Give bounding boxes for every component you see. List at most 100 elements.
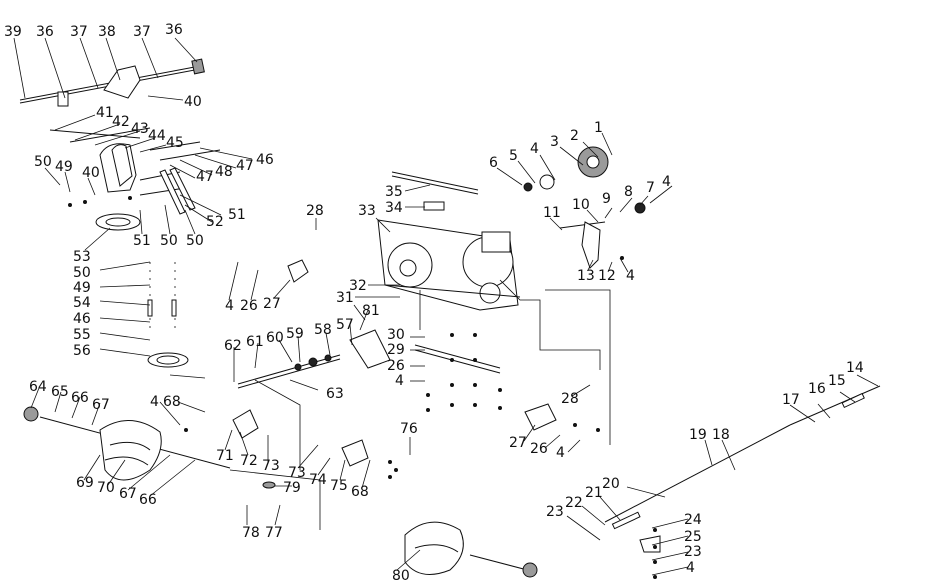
callout-54: 54: [73, 295, 91, 311]
center-gearbox: [232, 409, 369, 489]
callout-2: 2: [570, 128, 579, 144]
callout-24: 24: [684, 512, 702, 528]
callout-79: 79: [283, 480, 301, 496]
callout-28: 28: [306, 203, 324, 219]
callout-18: 18: [712, 427, 730, 443]
callout-23: 23: [546, 504, 564, 520]
right-auger: [404, 521, 538, 578]
callout-36: 36: [36, 24, 54, 40]
left-auger: [23, 406, 231, 481]
callout-3: 3: [550, 134, 559, 150]
callout-58: 58: [314, 322, 332, 338]
callout-9: 9: [602, 191, 611, 207]
callout-66: 66: [139, 492, 157, 508]
callout-65: 65: [51, 384, 69, 400]
callout-26: 26: [530, 441, 548, 457]
callout-4: 4: [395, 373, 404, 389]
callout-52: 52: [206, 214, 224, 230]
callout-55: 55: [73, 327, 91, 343]
callout-35: 35: [385, 184, 403, 200]
callout-33: 33: [358, 203, 376, 219]
leader-lines: [13, 37, 879, 576]
callout-49: 49: [55, 159, 73, 175]
callout-6: 6: [489, 155, 498, 171]
callout-70: 70: [97, 480, 115, 496]
callout-4: 4: [662, 174, 671, 190]
callout-67: 67: [92, 397, 110, 413]
callout-62: 62: [224, 338, 242, 354]
callout-47: 47: [196, 169, 214, 185]
callout-60: 60: [266, 330, 284, 346]
callout-29: 29: [387, 342, 405, 358]
callout-63: 63: [326, 386, 344, 402]
callout-77: 77: [265, 525, 283, 541]
callout-40: 40: [82, 165, 100, 181]
callout-49: 49: [73, 280, 91, 296]
callout-53: 53: [73, 249, 91, 265]
shift-rod-assembly: [604, 385, 881, 553]
callout-4: 4: [686, 560, 695, 576]
drive-shaft-parts: [391, 171, 479, 211]
callout-48: 48: [215, 164, 233, 180]
callout-61: 61: [246, 334, 264, 350]
callout-40: 40: [184, 94, 202, 110]
callout-4: 4: [556, 445, 565, 461]
callout-27: 27: [263, 296, 281, 312]
callout-26: 26: [240, 298, 258, 314]
callout-32: 32: [349, 278, 367, 294]
chute-handle-assembly: [19, 58, 221, 161]
callout-4: 4: [225, 298, 234, 314]
callout-27: 27: [509, 435, 527, 451]
callout-4: 4: [626, 268, 635, 284]
callout-81: 81: [362, 303, 380, 319]
callout-31: 31: [336, 290, 354, 306]
callout-19: 19: [689, 427, 707, 443]
callout-4: 4: [530, 141, 539, 157]
callout-41: 41: [96, 105, 114, 121]
callout-51: 51: [133, 233, 151, 249]
callout-68: 68: [163, 394, 181, 410]
callout-15: 15: [828, 373, 846, 389]
callout-71: 71: [216, 448, 234, 464]
callout-labels: 1 2 3 4 5 6 7 4 8 9 10 11 13 12 4 14 15 …: [4, 22, 864, 584]
callout-46: 46: [73, 311, 91, 327]
chute-hardware: [147, 262, 189, 368]
callout-5: 5: [509, 148, 518, 164]
hardware-dots: [68, 196, 657, 579]
callout-74: 74: [309, 472, 327, 488]
hidden-lines: [169, 279, 611, 530]
callout-56: 56: [73, 343, 91, 359]
callout-38: 38: [98, 24, 116, 40]
callout-17: 17: [782, 392, 800, 408]
callout-11: 11: [543, 205, 561, 221]
callout-50: 50: [34, 154, 52, 170]
callout-21: 21: [585, 485, 603, 501]
callout-46: 46: [256, 152, 274, 168]
callout-67: 67: [119, 486, 137, 502]
callout-51: 51: [228, 207, 246, 223]
gear-case-and-shaft: [237, 329, 501, 389]
callout-50: 50: [73, 265, 91, 281]
callout-20: 20: [602, 476, 620, 492]
callout-8: 8: [624, 184, 633, 200]
callout-43: 43: [131, 121, 149, 137]
side-plates: [287, 259, 557, 431]
callout-16: 16: [808, 381, 826, 397]
callout-39: 39: [4, 24, 22, 40]
callout-66: 66: [71, 390, 89, 406]
auger-housing: [377, 219, 521, 311]
callout-28: 28: [561, 391, 579, 407]
callout-26: 26: [387, 358, 405, 374]
callout-23: 23: [684, 544, 702, 560]
callout-25: 25: [684, 529, 702, 545]
callout-72: 72: [240, 453, 258, 469]
callout-75: 75: [330, 478, 348, 494]
callout-12: 12: [598, 268, 616, 284]
callout-30: 30: [387, 327, 405, 343]
callout-7: 7: [646, 180, 655, 196]
callout-50: 50: [160, 233, 178, 249]
callout-36: 36: [165, 22, 183, 38]
callout-14: 14: [846, 360, 864, 376]
callout-78: 78: [242, 525, 260, 541]
